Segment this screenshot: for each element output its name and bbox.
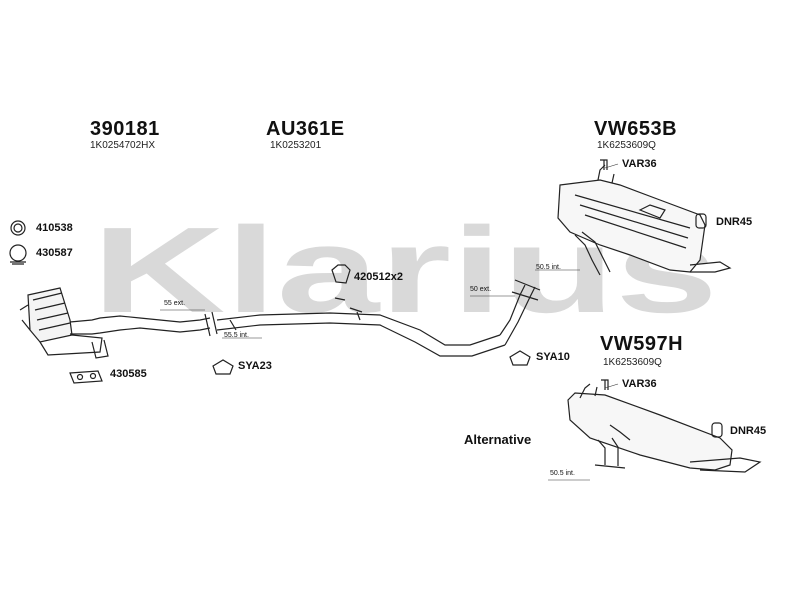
- accessory-label-430587: 430587: [36, 247, 73, 259]
- hanger-icon-var36-bottom: [601, 379, 609, 390]
- accessory-label-420512x2: 420512x2: [354, 271, 403, 283]
- oem-number-390181: 1K0254702HX: [90, 140, 156, 151]
- dimension-55-ext: 55 ext.: [164, 300, 186, 307]
- oem-number-au361e: 1K0253201: [270, 140, 322, 151]
- rear-silencer-vw653b: [557, 164, 732, 276]
- hanger-icon-sya23: [212, 359, 234, 375]
- accessory-label-var36-bottom: VAR36: [622, 378, 657, 390]
- front-pipe-au361e: [69, 279, 541, 357]
- clamp-icon-430587: [9, 244, 27, 262]
- accessory-label-dnr45-bottom: DNR45: [730, 425, 767, 437]
- oem-number-vw653b: 1K6253609Q: [597, 140, 656, 151]
- catalyst-390181: [19, 287, 109, 359]
- hanger-icon-420512x2: [331, 264, 351, 284]
- oem-number-vw597h: 1K6253609Q: [603, 357, 662, 368]
- part-number-vw597h: VW597H: [600, 333, 684, 355]
- part-number-390181: 390181: [90, 118, 160, 140]
- accessory-label-sya10: SYA10: [536, 351, 570, 363]
- accessory-label-sya23: SYA23: [238, 360, 272, 372]
- ring-icon-410538: [10, 220, 26, 236]
- dimension-50-ext: 50 ext.: [470, 286, 492, 293]
- part-number-au361e: AU361E: [266, 118, 345, 140]
- accessory-label-430585: 430585: [110, 368, 147, 380]
- dimension-50-5-int-top: 50.5 int.: [536, 264, 561, 271]
- hanger-icon-var36-top: [600, 159, 608, 170]
- dimension-50-5-int-bottom: 50.5 int.: [550, 470, 575, 477]
- mount-icon-dnr45-bottom: [711, 422, 723, 438]
- gasket-icon-430585: [69, 370, 103, 384]
- accessory-label-410538: 410538: [36, 222, 73, 234]
- accessory-label-dnr45-top: DNR45: [716, 216, 753, 228]
- accessory-label-var36-top: VAR36: [622, 158, 657, 170]
- hanger-icon-sya10: [509, 350, 531, 366]
- mount-icon-dnr45-top: [695, 213, 707, 229]
- alternative-label: Alternative: [464, 432, 532, 447]
- rear-silencer-vw597h: [567, 383, 762, 473]
- part-number-vw653b: VW653B: [594, 118, 678, 140]
- dimension-55-5-int: 55.5 int.: [224, 332, 249, 339]
